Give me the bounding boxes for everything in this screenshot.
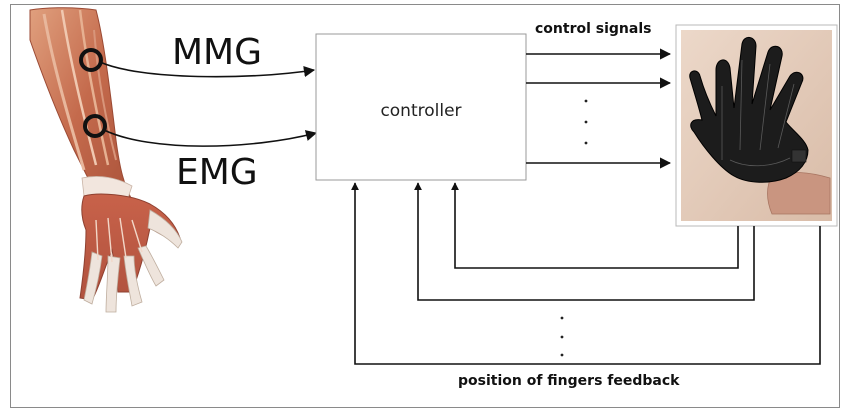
sensor-marker-mmg <box>79 48 103 72</box>
emg-label: EMG <box>176 152 258 193</box>
control-signals-ellipsis <box>584 99 588 145</box>
feedback-line-2 <box>414 182 755 301</box>
mmg-signal-arrow <box>99 61 316 78</box>
emg-signal-arrow <box>103 129 318 147</box>
feedback-ellipsis <box>560 316 564 357</box>
sensor-glove-photo <box>675 24 838 227</box>
feedback-line-3 <box>351 182 821 365</box>
sensor-marker-emg <box>83 114 107 138</box>
control-signals-label: control signals <box>535 21 651 37</box>
controller-label: controller <box>380 101 461 121</box>
controller-box <box>315 33 527 181</box>
mmg-label: MMG <box>172 32 262 73</box>
feedback-label: position of fingers feedback <box>458 373 680 389</box>
feedback-line-1 <box>451 182 739 269</box>
forearm-anatomy-image <box>29 7 183 313</box>
